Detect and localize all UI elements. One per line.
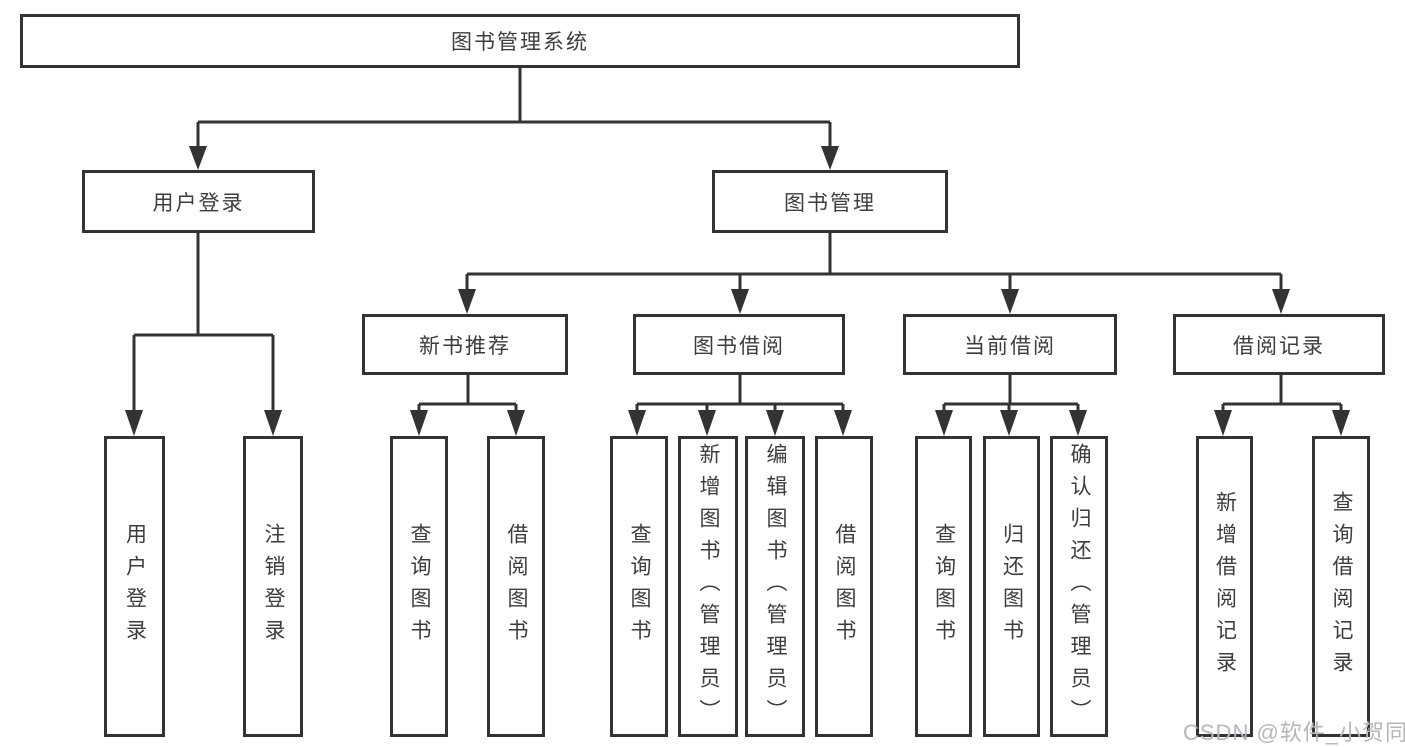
leaf-query-books-recommend: 查询图书 — [390, 436, 448, 737]
leaf-logout: 注销登录 — [243, 436, 303, 737]
node-label: 借阅图书 — [833, 522, 856, 651]
node-label: 图书借阅 — [693, 334, 785, 358]
node-label: 图书管理 — [784, 191, 876, 215]
node-user-login: 用户登录 — [82, 170, 315, 233]
arrow-down-icon — [458, 289, 476, 314]
arrow-down-icon — [1214, 410, 1232, 436]
node-label: 查询图书 — [628, 522, 651, 651]
arrow-down-icon — [766, 410, 784, 436]
node-new-book-recommendation: 新书推荐 — [362, 314, 568, 375]
node-label: 用户登录 — [123, 522, 147, 651]
leaf-confirm-return-admin: 确认归还（管理员） — [1050, 436, 1108, 737]
node-label: 查询图书 — [932, 522, 956, 651]
arrow-down-icon — [1001, 289, 1019, 314]
leaf-user-login: 用户登录 — [104, 436, 165, 737]
connector-root-to-level2 — [196, 68, 832, 150]
connector-records-to-leaves — [1221, 375, 1343, 414]
node-label: 编辑图书（管理员） — [764, 442, 787, 731]
node-label: 归还图书 — [1000, 522, 1024, 651]
node-label: 查询图书 — [408, 522, 431, 651]
node-current-borrowing: 当前借阅 — [903, 314, 1117, 375]
node-label: 注销登录 — [262, 522, 285, 651]
arrow-down-icon — [731, 289, 749, 314]
node-book-management: 图书管理 — [712, 170, 948, 233]
connector-userlogin-to-leaves — [132, 233, 275, 414]
leaf-return-books: 归还图书 — [983, 436, 1040, 737]
csdn-watermark: CSDN @软件_小贺同学 — [1183, 720, 1405, 745]
arrow-down-icon — [264, 410, 282, 436]
arrow-down-icon — [189, 146, 207, 170]
leaf-borrow-books-recommend: 借阅图书 — [487, 436, 545, 737]
node-label: 查询借阅记录 — [1330, 490, 1353, 683]
arrow-down-icon — [410, 410, 428, 436]
arrow-down-icon — [1332, 410, 1350, 436]
node-label: 用户登录 — [152, 191, 245, 215]
node-label: 确认归还（管理员） — [1068, 442, 1091, 731]
connector-newbook-to-leaves — [417, 375, 518, 414]
arrowheads — [125, 146, 1350, 436]
arrow-down-icon — [628, 410, 646, 436]
arrow-down-icon — [125, 410, 143, 436]
node-label: 当前借阅 — [964, 334, 1056, 358]
connector-currentborrow-to-leaves — [942, 375, 1080, 414]
arrow-down-icon — [698, 410, 716, 436]
node-label: 借阅记录 — [1233, 334, 1325, 358]
arrow-down-icon — [507, 410, 525, 436]
leaf-edit-book-admin: 编辑图书（管理员） — [745, 436, 805, 737]
leaf-query-books-borrowing: 查询图书 — [610, 436, 668, 737]
node-label: 新书推荐 — [419, 334, 511, 358]
leaf-query-borrow-record: 查询借阅记录 — [1312, 436, 1370, 737]
leaf-borrow-books-borrowing: 借阅图书 — [815, 436, 873, 737]
connector-bookmgmt-to-level3 — [465, 233, 1283, 292]
node-label: 借阅图书 — [505, 522, 528, 651]
leaf-add-book-admin: 新增图书（管理员） — [678, 436, 738, 737]
arrow-down-icon — [1000, 410, 1018, 436]
node-label: 图书管理系统 — [451, 31, 589, 54]
connector-bookborrow-to-leaves — [635, 375, 845, 414]
node-book-borrowing: 图书借阅 — [633, 314, 845, 375]
leaf-add-borrow-record: 新增借阅记录 — [1196, 436, 1253, 737]
arrow-down-icon — [821, 146, 839, 170]
node-library-management-system: 图书管理系统 — [20, 14, 1020, 68]
arrow-down-icon — [834, 410, 852, 436]
node-label: 新增图书（管理员） — [697, 442, 720, 731]
node-label: 新增借阅记录 — [1213, 490, 1237, 683]
arrow-down-icon — [935, 410, 953, 436]
arrow-down-icon — [1069, 410, 1087, 436]
leaf-query-books-current: 查询图书 — [915, 436, 972, 737]
node-borrowing-records: 借阅记录 — [1173, 314, 1385, 375]
arrow-down-icon — [1272, 289, 1290, 314]
